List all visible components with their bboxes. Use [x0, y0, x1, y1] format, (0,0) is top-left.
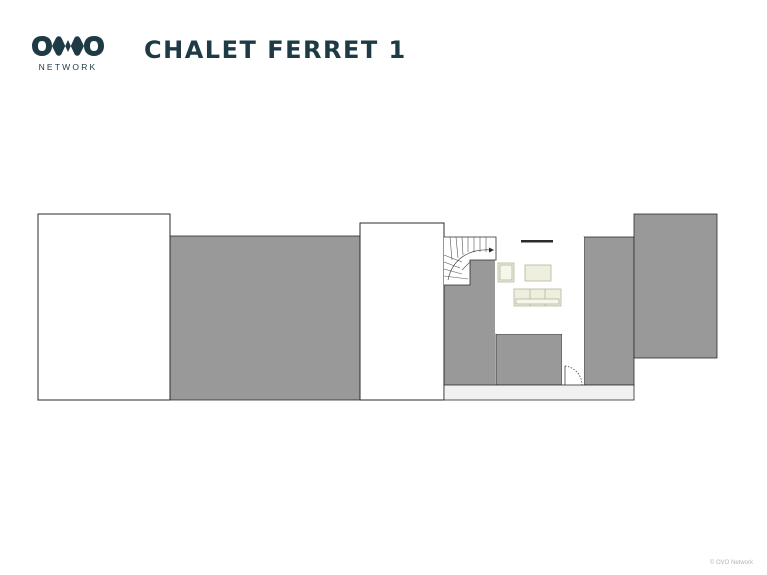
- ovo-logo-icon: [32, 36, 104, 56]
- copyright-text: © OVO Network: [709, 560, 753, 566]
- logo-network-text: NETWORK: [38, 62, 98, 72]
- gray-zone-west: [169, 235, 361, 401]
- page-title: CHALET FERRET 1: [144, 36, 407, 64]
- gray-zone-center: [495, 333, 563, 386]
- living-room-furniture: [497, 240, 562, 307]
- room-block-middle: [359, 222, 445, 401]
- room-block-west: [37, 213, 171, 401]
- entrance-door-icon: [564, 365, 583, 386]
- gray-zone-east: [583, 236, 635, 386]
- terrace-strip: [443, 384, 635, 401]
- staircase: [443, 236, 497, 286]
- gray-zone-far-east: [633, 213, 718, 359]
- ovo-network-logo: NETWORK: [30, 34, 106, 74]
- tv-icon: [521, 240, 553, 243]
- coffee-table: [524, 264, 552, 282]
